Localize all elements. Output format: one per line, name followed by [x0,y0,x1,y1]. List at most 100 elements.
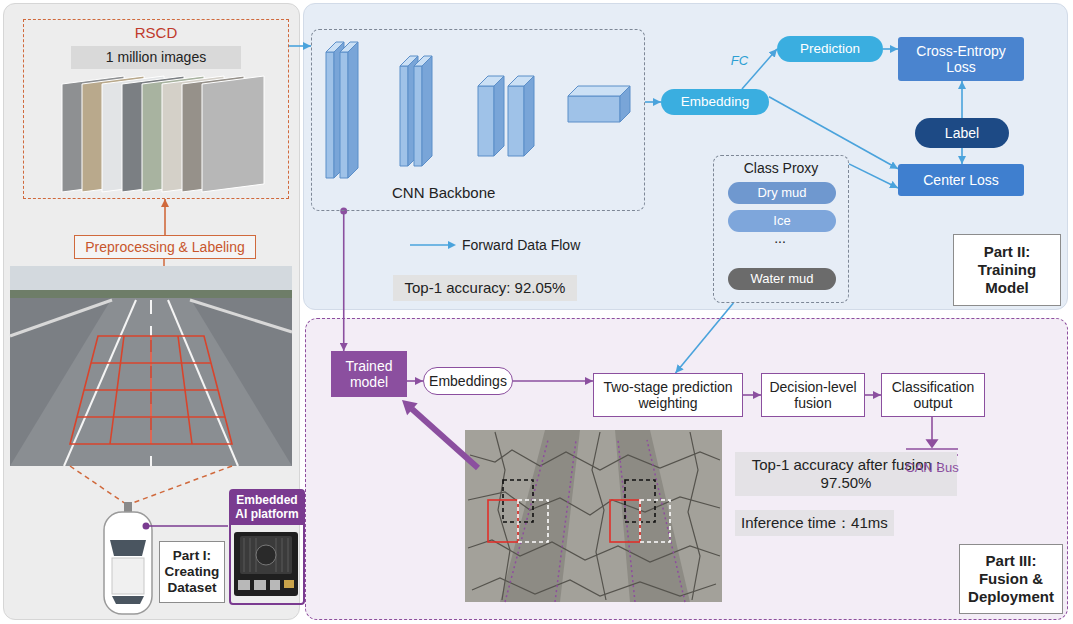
part-label-box: Part I: Creating Dataset [159,541,225,603]
node-text: Trained model [334,358,404,390]
legend-line-sample [410,239,456,251]
embedded-board-picture [256,545,276,565]
metric-box: Inference time：41ms [735,510,894,536]
connector-arrow [164,199,166,235]
cnn-layer-block [478,86,494,156]
cracked-road-photo [505,440,685,602]
cracked-road-photo [465,430,722,602]
road-photo [10,266,292,292]
node-text: Two-stage prediction weighting [598,379,738,411]
connector-arrow [769,97,898,169]
car-top-view [112,596,144,604]
node-text: Embedded AI platform [231,491,303,525]
capture-leader-line [163,258,165,266]
car-top-view [104,502,152,614]
cracked-road-photo [640,500,670,542]
node-text: Center Loss [923,172,998,189]
model-box: Trained model [331,351,407,397]
embedded-board-picture [238,580,250,590]
embedded-board-picture [270,580,280,590]
pill-node: Ice [728,210,836,232]
connector-arrow [865,394,881,396]
connector-group [165,46,962,395]
part-label-box: Part III: Fusion & Deployment [959,544,1063,614]
embedded-board-picture [284,580,294,588]
node-text: Decision-level fusion [766,379,860,411]
connector-arrow [676,303,734,373]
process-box: Two-stage prediction weighting [593,373,743,417]
platform-link-line [146,525,228,527]
node-text: Ice [773,213,790,229]
node-text: Embeddings [429,373,507,390]
connector-arrow [961,81,963,118]
panel: CNN BackboneEmbeddingPredictionCross-Ent… [303,3,1068,310]
loss-box: Center Loss [898,164,1024,196]
embedded-board-picture [244,538,288,572]
embedded-board-picture [282,538,283,572]
cnn-layer-block [568,96,620,122]
road-photo [10,266,292,466]
edge-label: FC [731,53,748,69]
embedded-board-picture [250,538,251,572]
process-box: Preprocessing & Labeling [74,235,256,259]
car-top-view [104,512,152,614]
cnn-layer-block [422,56,432,166]
dataset-image-stack [62,76,264,192]
node-text: Cross-Entropy Loss [904,43,1018,75]
connector-arrow [743,394,761,396]
connector-arrow [849,164,898,188]
edge-label-box: FC [731,53,748,69]
embedded-board-picture [254,580,266,590]
platform-box: Embedded AI platform [229,489,305,605]
dataset-image-stack [202,76,264,192]
connector-arrow [407,380,423,382]
road-photo [10,298,292,466]
car-top-view [124,502,132,512]
connector-arrow [961,148,963,164]
node-text: Dry mud [757,185,806,201]
group-box: Dry mudIceWater mud Class Proxy [713,155,849,303]
node-text: 1 million images [71,46,241,69]
cnn-layer-block [340,42,358,52]
road-photo [10,300,112,336]
car-top-view [110,540,146,556]
sampling-grid [77,416,225,418]
node-text: Class Proxy [744,160,819,177]
can-bus-symbol [906,448,958,450]
legend-text: Forward Data Flow [462,237,580,254]
cnn-layer-block [340,52,348,178]
cnn-layer-block [524,76,534,156]
road-photo [190,300,292,332]
sampling-grid [84,389,218,391]
cracked-road-photo [592,432,606,600]
road-photo [150,300,152,466]
car-top-view [112,558,144,594]
connector-arrow [883,48,898,50]
node-text: Classification output [886,379,980,411]
cnn-layer-block [568,86,630,96]
bus-label: CAN Bus [898,460,966,476]
connector-arrow [742,49,777,89]
ellipsis-mark: ... [750,230,810,247]
pill-node: Water mud [728,268,836,290]
cracked-road-photo [500,430,580,602]
part-label: Part I: Creating Dataset [163,548,221,597]
cnn-layer-block [400,66,408,166]
dataset-box: RSCD1 million images [23,19,289,199]
label-text: ... [774,230,786,247]
part-label: Part III: Fusion & Deployment [963,552,1059,606]
pill-node: Prediction [777,36,883,62]
legend-line-sample [410,245,448,247]
backbone-box: CNN Backbone [311,29,645,211]
cracked-road-photo [688,432,700,600]
loss-box: Cross-Entropy Loss [898,37,1024,81]
cracked-road-photo [610,500,640,542]
connector-arrow [513,380,593,382]
label-text: CAN Bus [905,460,958,476]
process-box: Classification output [881,373,985,417]
connector-arrow [289,45,311,47]
cracked-road-photo [465,430,722,602]
cnn-layer-block [414,56,432,66]
connector-arrow [343,211,345,351]
cracked-road-photo [647,440,685,602]
